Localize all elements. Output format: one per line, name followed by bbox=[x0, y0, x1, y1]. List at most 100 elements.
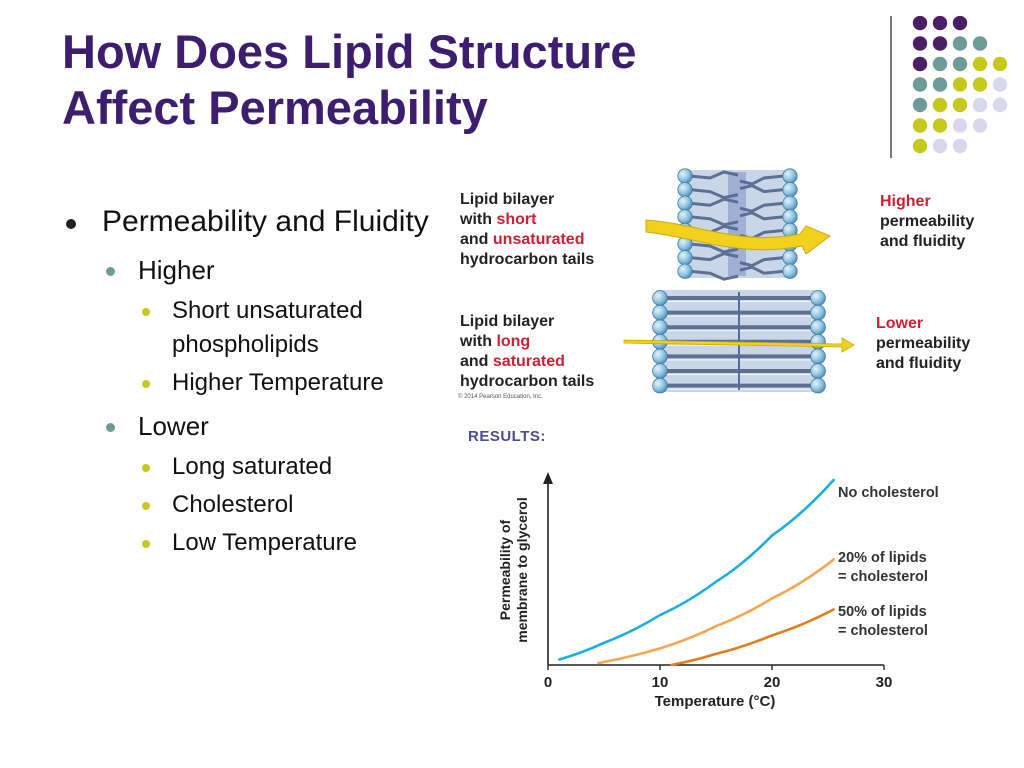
decorative-dot bbox=[912, 118, 928, 133]
bullet-lower-item-3: Low Temperature bbox=[62, 526, 442, 560]
bullet-lower-item-1: Long saturated bbox=[62, 450, 442, 484]
decorative-dot bbox=[952, 138, 968, 154]
lipid-tail bbox=[739, 184, 785, 194]
x-tick-label: 10 bbox=[652, 674, 669, 691]
phospholipid-head bbox=[652, 348, 668, 365]
series-line-1 bbox=[597, 558, 835, 665]
series-line-0 bbox=[557, 478, 835, 661]
top-bilayer-label: Lipid bilayer with short and unsaturated… bbox=[460, 191, 595, 268]
phospholipid-head bbox=[810, 304, 826, 321]
bullet-lower-item-2: Cholesterol bbox=[62, 488, 442, 522]
decorative-dot bbox=[932, 97, 948, 113]
phospholipid-head bbox=[810, 348, 826, 365]
decorative-dot bbox=[932, 56, 948, 72]
decorative-dot bbox=[932, 138, 948, 154]
slide-title-line1: How Does Lipid Structure bbox=[62, 25, 637, 78]
bottom-permeability-arrow bbox=[623, 337, 855, 353]
legend-20-line2: = cholesterol bbox=[838, 569, 928, 585]
lipid-tail bbox=[689, 252, 739, 262]
bullet-higher: Higher bbox=[62, 250, 442, 290]
decorative-dot bbox=[972, 77, 988, 92]
phospholipid-head bbox=[652, 377, 668, 394]
lipid-tail bbox=[689, 215, 739, 227]
decorative-dot bbox=[952, 97, 968, 113]
phospholipid-head bbox=[677, 168, 693, 184]
phospholipid-head bbox=[677, 182, 693, 198]
legend-50-line1: 50% of lipids bbox=[838, 604, 927, 620]
phospholipid-head bbox=[677, 195, 693, 211]
decorative-dot bbox=[912, 77, 928, 92]
series-line-2 bbox=[669, 608, 835, 667]
legend-20-line1: 20% of lipids bbox=[838, 550, 927, 566]
x-axis-label: Temperature (°C) bbox=[655, 693, 776, 710]
phospholipid-head bbox=[652, 363, 668, 379]
decorative-dot bbox=[932, 77, 948, 92]
phospholipid-head bbox=[782, 182, 798, 198]
decorative-dot-grid bbox=[912, 16, 1008, 154]
lipid-tail bbox=[689, 197, 739, 207]
phospholipid-head bbox=[782, 263, 798, 279]
lipid-tail bbox=[689, 269, 739, 281]
phospholipid-head bbox=[677, 209, 693, 225]
lipid-tail bbox=[739, 201, 785, 213]
decorative-dot bbox=[912, 16, 928, 31]
bullet-lower: Lower bbox=[62, 406, 442, 446]
decorative-dot bbox=[952, 16, 968, 31]
decorative-dot bbox=[932, 36, 948, 51]
decorative-dot bbox=[972, 56, 988, 72]
phospholipid-head bbox=[652, 290, 668, 306]
decorative-dot bbox=[952, 77, 968, 92]
bottom-result-label: Lower permeability and fluidity bbox=[876, 315, 971, 372]
decorative-dot bbox=[952, 118, 968, 133]
bullet-list: Permeability and Fluidity Higher Short u… bbox=[62, 200, 442, 560]
decorative-dot bbox=[992, 56, 1008, 72]
phospholipid-head bbox=[677, 263, 693, 279]
decorative-dot bbox=[972, 36, 988, 51]
phospholipid-head bbox=[652, 319, 668, 336]
decorative-dot bbox=[912, 36, 928, 51]
decorative-dot bbox=[912, 56, 928, 72]
legend-50-line2: = cholesterol bbox=[838, 623, 928, 639]
top-permeability-arrow bbox=[645, 219, 831, 255]
lipid-tail bbox=[739, 211, 785, 221]
phospholipid-head bbox=[810, 363, 826, 379]
decorative-dot bbox=[912, 97, 928, 113]
decorative-dot bbox=[952, 56, 968, 72]
bullet-permeability-fluidity: Permeability and Fluidity bbox=[62, 200, 442, 244]
phospholipid-head bbox=[782, 195, 798, 211]
top-result-label: Higher permeability and fluidity bbox=[880, 193, 975, 250]
lipid-tail bbox=[739, 265, 785, 275]
phospholipid-head bbox=[782, 209, 798, 225]
slide-title-line2: Affect Permeability bbox=[62, 81, 488, 134]
slide-title: How Does Lipid Structure Affect Permeabi… bbox=[62, 24, 822, 136]
phospholipid-head bbox=[652, 304, 668, 321]
figure-credit: © 2014 Pearson Education, Inc. bbox=[458, 394, 543, 400]
decorative-dot bbox=[932, 16, 948, 31]
phospholipid-head bbox=[810, 290, 826, 306]
decorative-divider bbox=[890, 16, 892, 158]
decorative-dot bbox=[912, 138, 928, 154]
lipid-tail bbox=[689, 170, 739, 180]
decorative-dot bbox=[932, 118, 948, 133]
decorative-dot bbox=[972, 118, 988, 133]
lipid-tail bbox=[689, 242, 739, 254]
bottom-bilayer-label: Lipid bilayer with long and saturated hy… bbox=[460, 313, 595, 390]
phospholipid-head bbox=[782, 168, 798, 184]
lipid-tail bbox=[689, 188, 739, 200]
decorative-dot bbox=[992, 97, 1008, 113]
decorative-dot bbox=[952, 36, 968, 51]
bilayer-figure: Lipid bilayer with short and unsaturated… bbox=[450, 162, 1000, 412]
decorative-dot bbox=[972, 97, 988, 113]
y-axis-label-line2: membrane to glycerol bbox=[514, 497, 530, 643]
phospholipid-head bbox=[677, 250, 693, 266]
x-tick-label: 20 bbox=[764, 674, 781, 691]
results-heading: RESULTS: bbox=[468, 428, 546, 445]
legend-no-cholesterol: No cholesterol bbox=[838, 485, 939, 501]
phospholipid-head bbox=[810, 319, 826, 336]
y-axis-label-line1: Permeability of bbox=[497, 519, 513, 620]
bullet-higher-item-1: Short unsaturated phospholipids bbox=[62, 294, 442, 362]
phospholipid-head bbox=[782, 250, 798, 266]
lipid-tail bbox=[739, 174, 785, 186]
bullet-higher-item-2: Higher Temperature bbox=[62, 366, 442, 400]
